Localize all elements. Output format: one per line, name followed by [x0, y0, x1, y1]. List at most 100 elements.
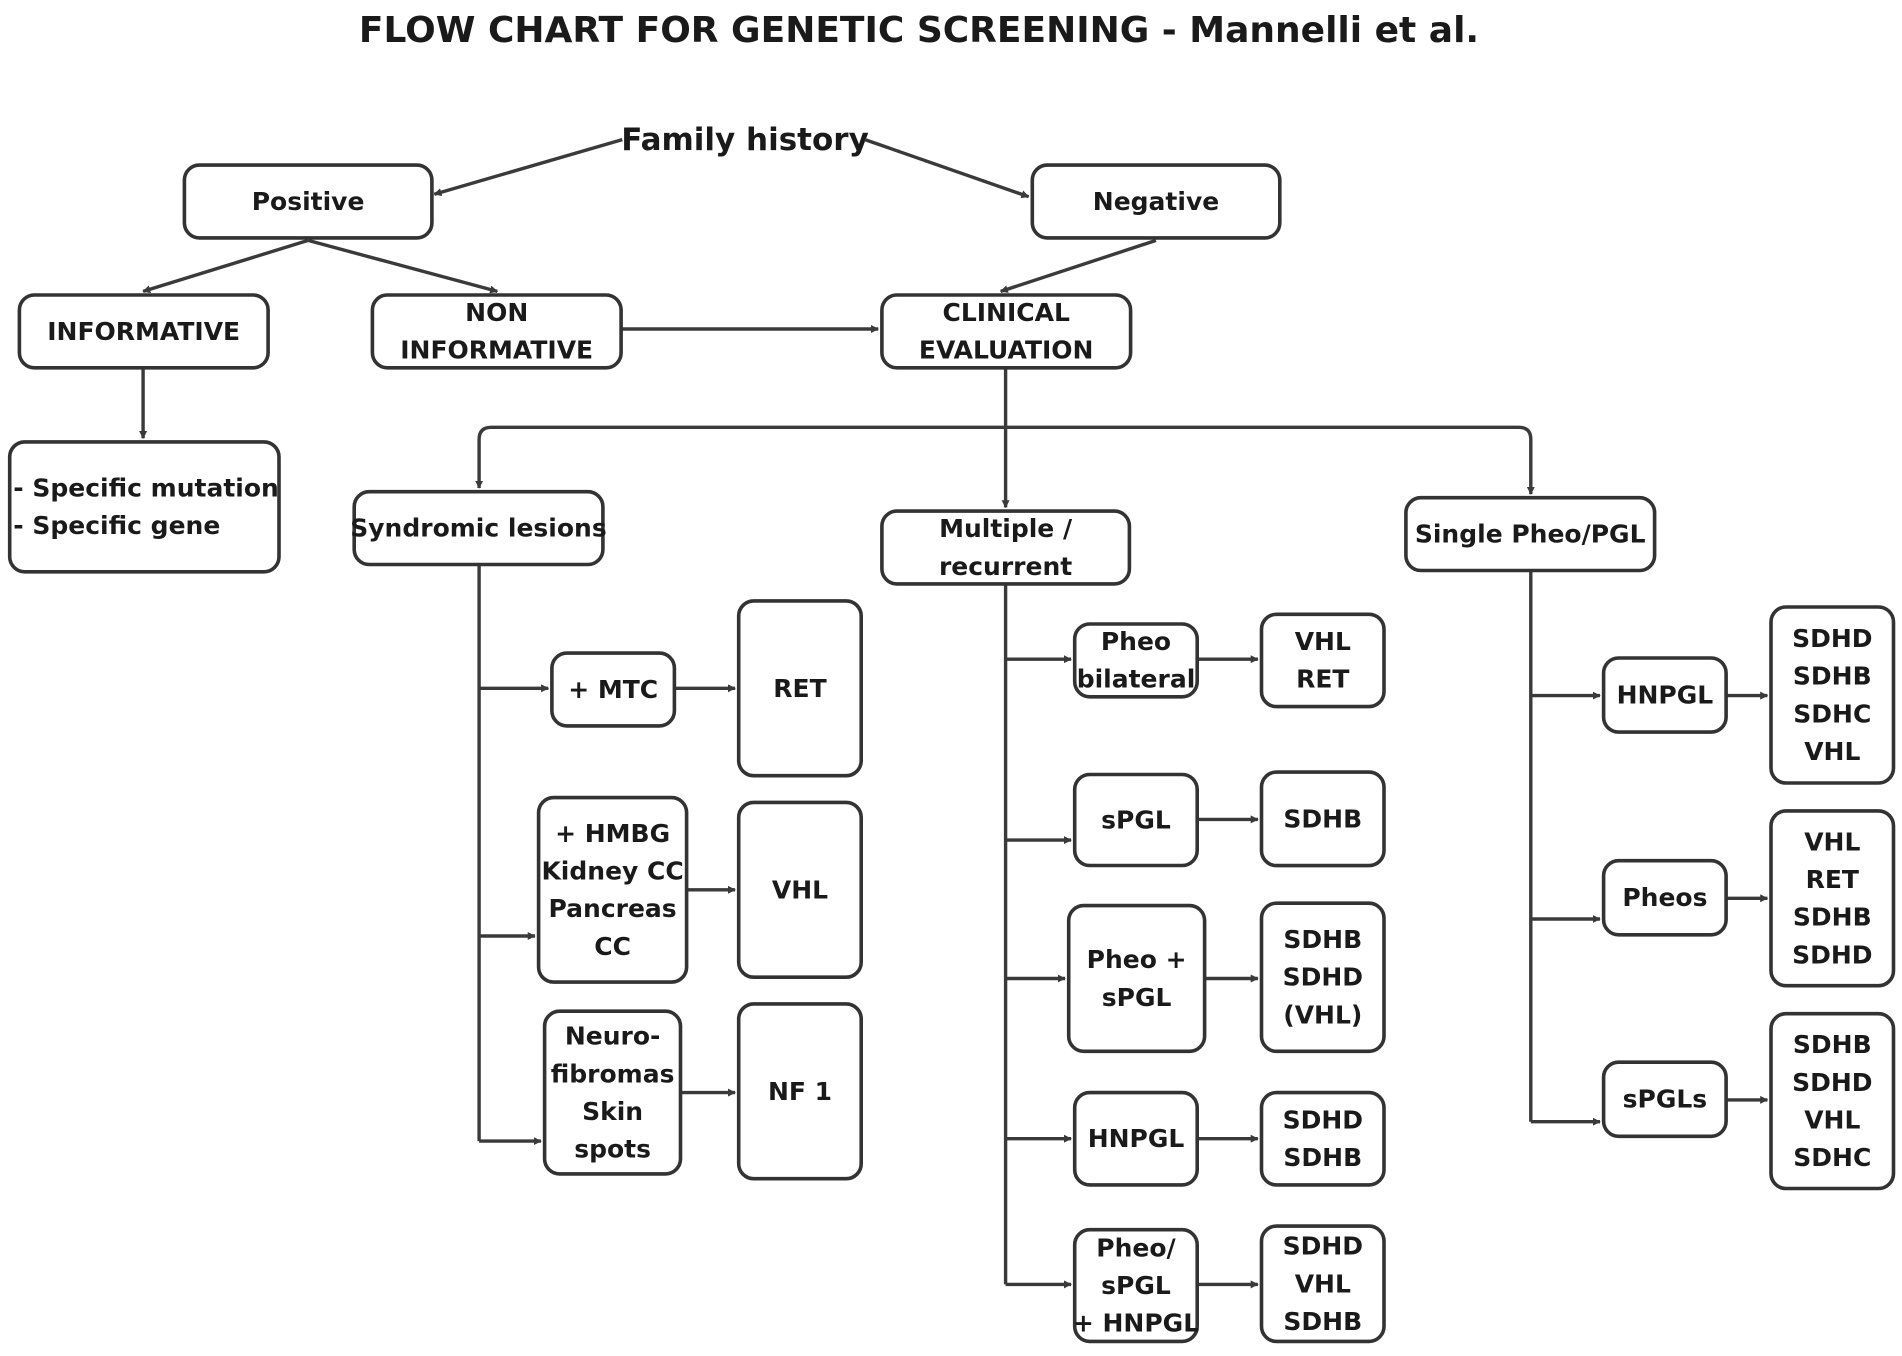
node-hnpgl-single: HNPGL	[1601, 656, 1728, 734]
pheo-spgl-genes-label: (VHL)	[1283, 1000, 1362, 1029]
pheo-spgl-hnpgl-genes-label: VHL	[1295, 1269, 1351, 1298]
edge-family-history-to-positive	[433, 137, 623, 197]
hmbg-box	[536, 795, 689, 984]
node-pheos: Pheos	[1601, 858, 1728, 937]
vhl-box	[736, 800, 864, 980]
pheo-spgl-genes-box	[1259, 901, 1386, 1054]
node-specific: - Specific mutation - Specific gene	[7, 440, 281, 574]
pheos-box	[1601, 858, 1728, 937]
hnpgl-single-genes-label: SDHB	[1793, 662, 1872, 691]
pheo-spgl-genes-label: SDHD	[1283, 963, 1363, 992]
neurofibromas-label: Skin	[582, 1097, 643, 1126]
syndromic-lesions-box	[352, 489, 605, 567]
hmbg-label: + HMBG	[555, 819, 670, 848]
hnpgl-multi-genes-box	[1259, 1090, 1386, 1187]
single-pheo-pgl-label: Single Pheo/PGL	[1415, 520, 1646, 549]
spgls-genes-label: SDHD	[1792, 1068, 1872, 1097]
pheo-spgl-box	[1066, 903, 1207, 1054]
node-informative: INFORMATIVE	[17, 293, 270, 370]
node-spgl-genes: SDHB	[1259, 770, 1386, 868]
pheo-spgl-label: Pheo +	[1087, 945, 1187, 974]
positive-box	[182, 163, 434, 240]
pheo-spgl-hnpgl-label: + HNPGL	[1073, 1309, 1199, 1338]
pheos-genes-box	[1769, 809, 1896, 988]
spgl-label: sPGL	[1101, 806, 1171, 835]
syndromic-lesions-label: Syndromic lesions	[350, 514, 606, 543]
family-history-label: Family history	[621, 122, 869, 158]
negative-box	[1030, 163, 1282, 240]
specific-box	[7, 440, 281, 574]
node-nf1: NF 1	[736, 1002, 864, 1181]
spgls-label: sPGLs	[1623, 1085, 1708, 1114]
pheos-genes-label: SDHD	[1792, 940, 1872, 969]
multiple-recurrent-label: Multiple /	[939, 514, 1073, 543]
single-pheo-pgl-box	[1404, 495, 1657, 573]
mtc-box	[550, 651, 677, 728]
edge-positive-to-informative	[142, 238, 309, 294]
edge-negative-to-clinical-evaluation	[999, 238, 1157, 294]
node-spgls: sPGLs	[1601, 1060, 1728, 1139]
pheo-spgl-hnpgl-genes-label: SDHD	[1283, 1232, 1363, 1261]
edge-to-single-pheo-pgl	[1005, 425, 1535, 495]
node-positive: Positive	[182, 163, 434, 240]
hmbg-label: CC	[594, 932, 631, 961]
pheo-bilateral-genes-label: VHL	[1295, 627, 1351, 656]
pheo-spgl-hnpgl-label: Pheo/	[1096, 1234, 1176, 1263]
node-ret: RET	[736, 599, 864, 778]
pheo-spgl-hnpgl-box	[1072, 1227, 1199, 1344]
node-pheo-spgl-hnpgl: Pheo/sPGL + HNPGL	[1072, 1227, 1199, 1344]
pheos-genes-label: SDHB	[1793, 903, 1872, 932]
node-vhl: VHL	[736, 800, 864, 980]
pheo-spgl-hnpgl-label: sPGL	[1101, 1271, 1171, 1300]
pheo-bilateral-box	[1072, 622, 1199, 699]
clinical-evaluation-label: EVALUATION	[919, 336, 1094, 365]
non-informative-box	[370, 293, 623, 370]
spgls-genes-label: SDHB	[1793, 1030, 1872, 1059]
spgls-genes-label: VHL	[1804, 1105, 1860, 1134]
edge-positive-to-non-informative	[307, 238, 499, 294]
specific-label: - Specific gene	[13, 511, 220, 540]
non-informative-label: INFORMATIVE	[400, 336, 593, 365]
edge-to-syndromic-lesions	[475, 425, 1006, 489]
node-negative: Negative	[1030, 163, 1282, 240]
hmbg-label: Pancreas	[549, 894, 677, 923]
hmbg-label: Kidney CC	[541, 857, 683, 886]
clinical-evaluation-label: CLINICAL	[942, 298, 1069, 327]
hnpgl-single-label: HNPGL	[1617, 681, 1714, 710]
connector-lines	[139, 137, 1769, 1289]
hnpgl-multi-box	[1072, 1090, 1199, 1187]
pheo-bilateral-genes-label: RET	[1296, 665, 1349, 694]
hnpgl-single-genes-label: VHL	[1804, 737, 1860, 766]
non-informative-label: NON	[465, 298, 528, 327]
clinical-evaluation-box	[880, 293, 1133, 370]
pheo-bilateral-label: Pheo	[1101, 627, 1171, 656]
spgl-genes-box	[1259, 770, 1386, 868]
spgls-genes-box	[1769, 1011, 1896, 1191]
node-non-informative: NON INFORMATIVE	[370, 293, 623, 370]
node-multiple-recurrent: Multiple /recurrent	[880, 509, 1132, 586]
pheo-bilateral-label: bilateral	[1077, 665, 1196, 694]
pheo-spgl-hnpgl-genes-box	[1259, 1224, 1386, 1344]
mtc-label: + MTC	[568, 675, 658, 704]
pheo-bilateral-genes-box	[1259, 612, 1386, 709]
informative-box	[17, 293, 270, 370]
pheos-genes-label: RET	[1806, 865, 1859, 894]
specific-label: - Specific mutation	[13, 474, 279, 503]
node-mtc: + MTC	[550, 651, 677, 728]
node-single-pheo-pgl: Single Pheo/PGL	[1404, 495, 1657, 573]
hnpgl-single-genes-box	[1769, 605, 1896, 785]
node-spgl: sPGL	[1072, 772, 1199, 868]
node-hnpgl-multi: HNPGL	[1072, 1090, 1199, 1187]
vhl-label: VHL	[772, 875, 828, 904]
pheos-label: Pheos	[1622, 883, 1707, 912]
spgl-genes-label: SDHB	[1283, 804, 1362, 833]
edge-family-history-to-negative	[864, 137, 1030, 199]
node-pheo-bilateral: Pheo bilateral	[1072, 622, 1199, 699]
